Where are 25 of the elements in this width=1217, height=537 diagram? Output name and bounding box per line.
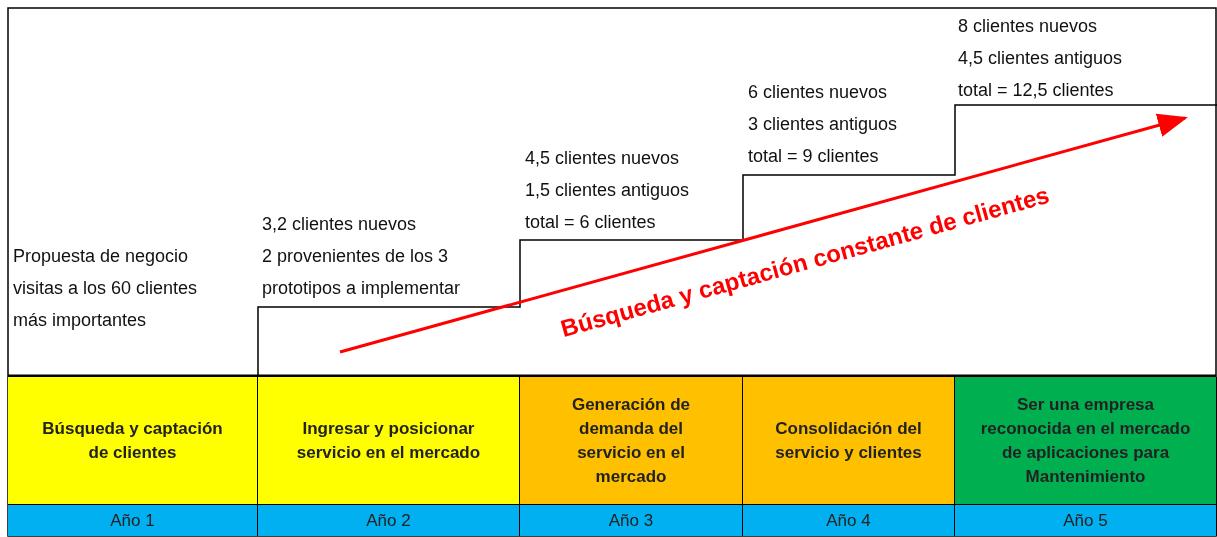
phase-cell: Generación de demanda del servicio en el mercado — [520, 377, 743, 505]
note-text: visitas a los 60 clientes — [13, 278, 198, 299]
note-text: prototipos a implementar — [262, 278, 461, 299]
note-text: total = 9 clientes — [748, 146, 879, 167]
note-text: más importantes — [13, 310, 147, 331]
note-text: 2 provenientes de los 3 — [262, 246, 449, 267]
phase-cell: Consolidación del servicio y clientes — [743, 377, 955, 505]
note-text: total = 12,5 clientes — [958, 80, 1114, 101]
note-text: 4,5 clientes nuevos — [525, 148, 680, 169]
phase-cell: Ser una empresa reconocida en el mercado de aplicaciones para Mantenimiento — [955, 377, 1217, 505]
note-text: total = 6 clientes — [525, 212, 656, 233]
year-cell: Año 4 — [743, 505, 955, 536]
phase-cell: Ingresar y posicionar servicio en el mercado — [258, 377, 520, 505]
year-cell: Año 5 — [955, 505, 1217, 536]
note-text: 4,5 clientes antiguos — [958, 48, 1123, 69]
year-cell: Año 3 — [520, 505, 743, 536]
note-text: 1,5 clientes antiguos — [525, 180, 690, 201]
note-text: 3 clientes antiguos — [748, 114, 898, 135]
phase-cell: Búsqueda y captación de clientes — [8, 377, 258, 505]
note-text: 3,2 clientes nuevos — [262, 214, 417, 235]
year-cell: Año 2 — [258, 505, 520, 536]
note-text: 8 clientes nuevos — [958, 16, 1098, 37]
year-cell: Año 1 — [8, 505, 258, 536]
note-text: Propuesta de negocio — [13, 246, 189, 267]
note-text: 6 clientes nuevos — [748, 82, 888, 103]
